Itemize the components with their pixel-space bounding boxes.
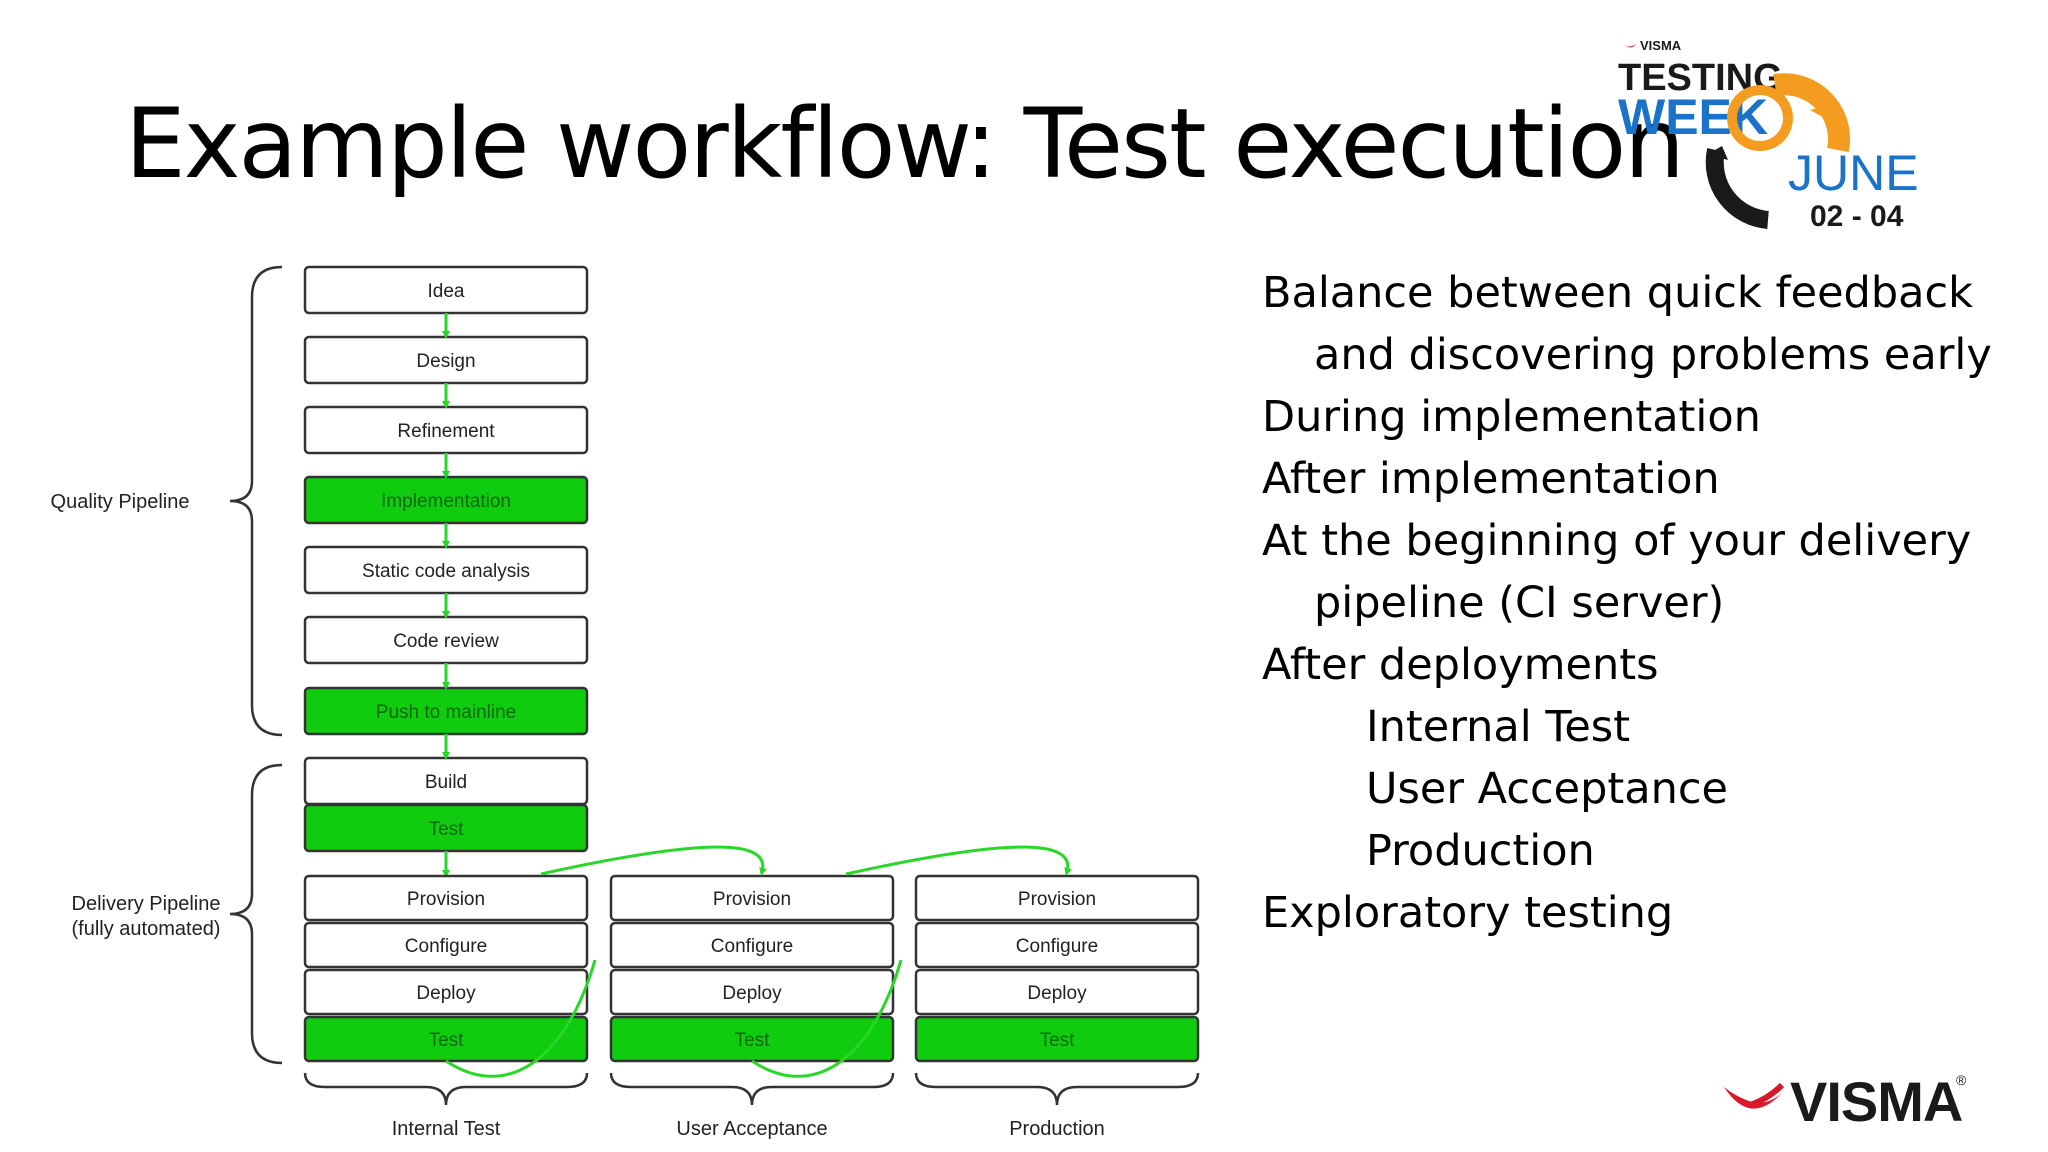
bullet-line: Balance between quick feedback: [1262, 268, 1974, 318]
workflow-diagram: IdeaDesignRefinementImplementationStatic…: [51, 265, 1200, 1140]
env-label: User Acceptance: [676, 1118, 827, 1140]
quality-pipeline-label: Quality Pipeline: [51, 491, 190, 513]
stage-box: [914, 921, 1200, 969]
env-connector: [751, 959, 903, 1078]
visma-registered-mark: ®: [1956, 1072, 1967, 1088]
stage-box-label: Provision: [1018, 889, 1096, 910]
stage-box: [303, 968, 589, 1016]
bullet-line: pipeline (CI server): [1314, 578, 1725, 628]
stage-box-label: Deploy: [416, 983, 476, 1004]
bullet-line: At the beginning of your delivery: [1262, 516, 1972, 566]
stage-box-label: Deploy: [722, 983, 782, 1004]
env-brace: [914, 1072, 1200, 1106]
bullet-line: After deployments: [1262, 640, 1659, 690]
stage-box-label: Test: [429, 1030, 465, 1051]
visma-wordmark: VISMA: [1790, 1070, 1962, 1133]
stage-box-label: Provision: [407, 889, 485, 910]
bullet-line: After implementation: [1262, 454, 1720, 504]
main-step-box-label: Implementation: [381, 491, 511, 512]
bullet-list: Balance between quick feedback and discov…: [1262, 262, 2042, 944]
stage-box: [303, 921, 589, 969]
delivery-pipeline-label: Delivery Pipeline: [72, 893, 221, 915]
env-brace: [609, 1072, 895, 1106]
bullet-line: Internal Test: [1366, 702, 1631, 752]
stage-box-label: Provision: [713, 889, 791, 910]
stage-box: [914, 874, 1200, 922]
logo-brand-small: VISMA: [1640, 38, 1682, 53]
env-connector: [845, 845, 1072, 876]
bullet-line: Production: [1366, 826, 1595, 876]
stage-box-label: Test: [735, 1030, 771, 1051]
stage-box-label: Deploy: [1027, 983, 1087, 1004]
env-label: Production: [1009, 1118, 1105, 1140]
bullet-line: User Acceptance: [1366, 764, 1728, 814]
logo-dates: 02 - 04: [1810, 200, 1904, 233]
stage-box: [914, 968, 1200, 1016]
stage-box: [609, 968, 895, 1016]
main-step-box-label: Build: [425, 772, 467, 793]
logo-month: JUNE: [1788, 145, 1919, 201]
env-label: Internal Test: [392, 1118, 501, 1140]
bullet-line: and discovering problems early: [1314, 330, 1992, 380]
stage-box: [303, 874, 589, 922]
main-step-box-label: Push to mainline: [376, 702, 516, 723]
main-step-box-label: Design: [416, 351, 475, 372]
main-step-box-label: Code review: [393, 631, 499, 652]
env-brace: [303, 1072, 589, 1106]
stage-box: [609, 874, 895, 922]
bullet-line: Exploratory testing: [1262, 888, 1674, 938]
bullet-line: During implementation: [1262, 392, 1761, 442]
gear-icon: [1705, 73, 1851, 229]
main-step-box-label: Static code analysis: [362, 561, 530, 582]
visma-logo: VISMA ®: [1724, 1070, 1967, 1133]
stage-box-label: Configure: [405, 936, 487, 957]
main-step-box-label: Refinement: [397, 421, 495, 442]
env-connector: [445, 959, 597, 1078]
stage-box-label: Test: [1040, 1030, 1076, 1051]
visma-mark-small-icon: [1622, 42, 1636, 48]
stage-box-label: Configure: [1016, 936, 1098, 957]
testing-week-logo: VISMA TESTING WEEK JUNE 02 - 04: [1618, 38, 1919, 233]
slide-title: Example workflow: Test execution: [125, 88, 1685, 200]
quality-pipeline-brace: [229, 265, 283, 737]
stage-box: [609, 921, 895, 969]
stage-box: [914, 1015, 1200, 1063]
main-step-box-label: Test: [429, 819, 465, 840]
delivery-pipeline-sublabel: (fully automated): [72, 918, 221, 940]
env-connector: [540, 845, 767, 876]
stage-box-label: Configure: [711, 936, 793, 957]
delivery-pipeline-brace: [229, 763, 283, 1065]
visma-swoosh-icon: [1724, 1087, 1782, 1109]
main-step-box-label: Idea: [428, 281, 465, 302]
